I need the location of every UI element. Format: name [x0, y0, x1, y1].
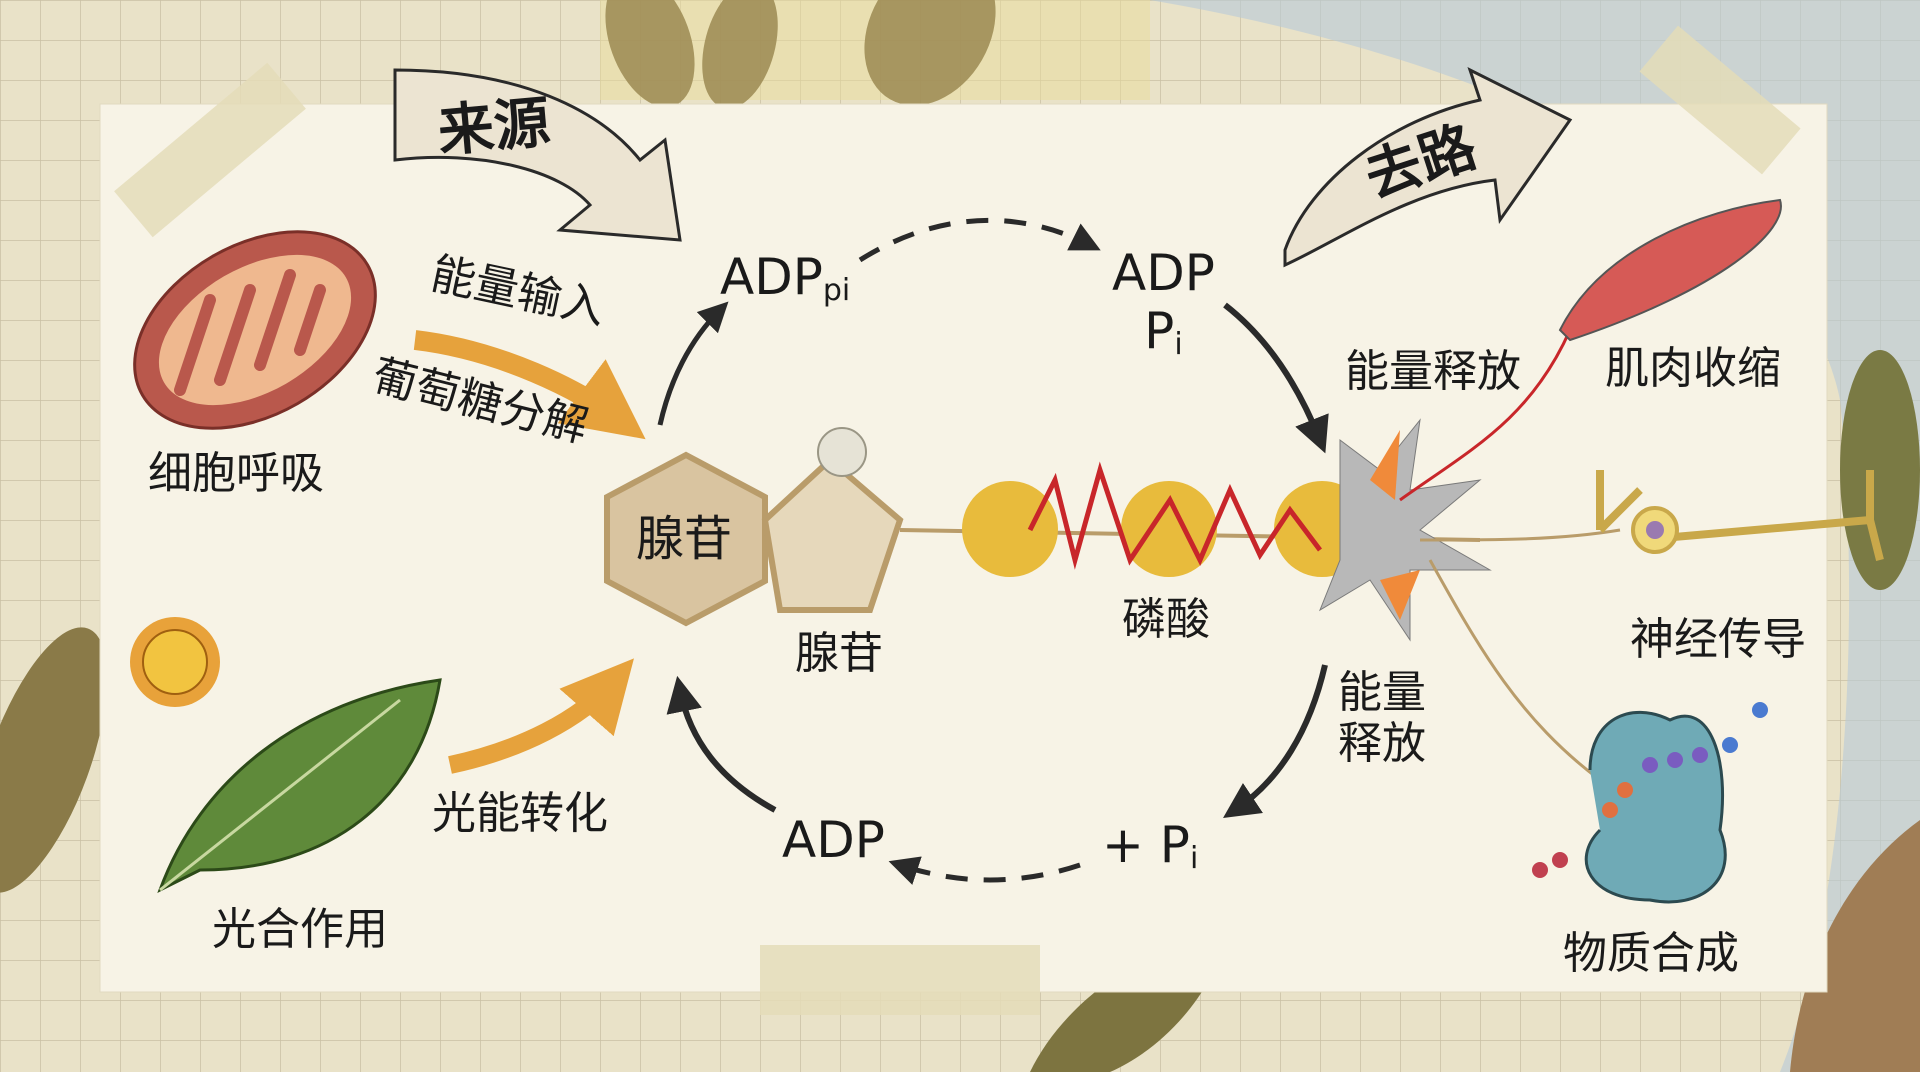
tape-bottom: [760, 945, 1040, 1015]
release-text: 释放: [1338, 717, 1426, 769]
sun-illustration: [130, 617, 220, 707]
phosphate-disc-1: [962, 481, 1058, 577]
neuron-illustration: [1596, 470, 1884, 561]
dashed-arrow-bottom: [888, 856, 1081, 885]
adp-text: ADP: [1112, 244, 1215, 302]
nerve-conduction-label: 神经传导: [1630, 614, 1806, 665]
arrow-adp-to-adenosine: [666, 675, 777, 813]
adp-bottom-label: ADP: [782, 811, 885, 869]
adenosine-hexagon: [604, 451, 768, 627]
energy-input-arrow: [413, 330, 646, 440]
i-subscript: i: [1189, 841, 1199, 876]
photosynthesis-label: 光合作用: [212, 904, 388, 955]
leaf-illustration: [157, 678, 442, 894]
muscle-illustration: [1558, 198, 1782, 342]
ribosome-illustration: [1532, 702, 1768, 904]
energy-text: 能量: [1338, 667, 1426, 718]
light-conversion-label: 光能转化: [432, 788, 608, 839]
substance-synthesis-label: 物质合成: [1563, 928, 1739, 979]
light-conversion-arrow: [448, 658, 634, 774]
energy-release-top-label: 能量释放: [1345, 346, 1521, 397]
pi-subscript: pi: [822, 273, 851, 308]
plus-p-text: + P: [1102, 816, 1190, 874]
i-subscript: i: [1174, 326, 1183, 362]
tape-top-right: [1639, 25, 1801, 175]
adenosine-label: 腺苷: [795, 628, 883, 679]
muscle-contraction-label: 肌肉收缩: [1605, 343, 1781, 394]
paper-sheet: [99, 103, 1828, 993]
pressed-leaf-bottom-right: [1790, 820, 1920, 1072]
pressed-leaf-right: [1840, 350, 1920, 590]
arrow-adp-pi-to-release: [1223, 302, 1329, 454]
plus-pi-label: + Pi: [1102, 820, 1198, 874]
destination-arrow-shape: [1283, 67, 1573, 268]
energy-burst: [1318, 418, 1492, 642]
phosphate-disc-2: [1121, 481, 1217, 577]
tape-top-left: [114, 62, 306, 238]
ribose-pentagon: [761, 455, 904, 613]
high-energy-bond-thread: [1027, 461, 1322, 570]
p-text: P: [1144, 301, 1175, 360]
arrow-adenosine-to-adppi: [657, 301, 729, 426]
phosphate-label: 磷酸: [1122, 594, 1210, 645]
dashed-arrow-top: [858, 217, 1101, 263]
arrow-release-to-pi: [1223, 664, 1328, 818]
adp-pi-top-label: ADPpi: [720, 252, 850, 306]
mitochondrion-illustration: [133, 230, 377, 430]
button-decoration: [817, 427, 867, 477]
energy-release-bottom-label: 能量释放: [1338, 667, 1426, 769]
pressed-leaf-left: [0, 627, 108, 893]
source-heading: 来源: [435, 90, 553, 165]
pressed-leaf-top: [605, 0, 996, 109]
adp-text: ADP: [720, 248, 823, 306]
cell-respiration-label: 细胞呼吸: [148, 448, 324, 499]
source-arrow-shape: [393, 68, 682, 242]
adenosine-hexagon-label: 腺苷: [636, 511, 733, 567]
